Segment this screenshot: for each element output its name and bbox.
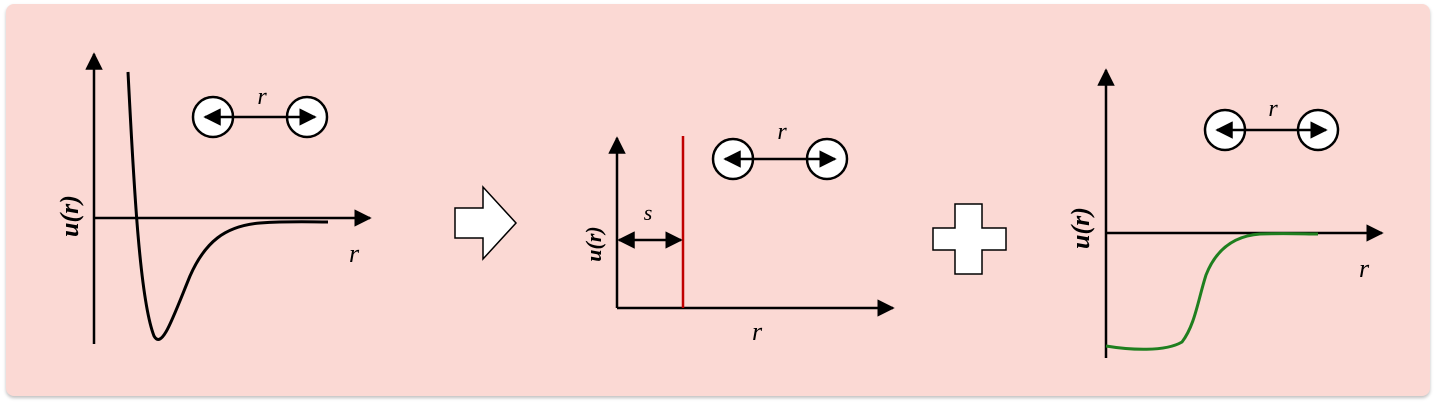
x-axis-label: r	[752, 317, 763, 346]
particle-pair: r	[191, 84, 329, 139]
diagram-panel	[6, 4, 1430, 396]
y-axis-label: u(r)	[1066, 207, 1095, 249]
y-axis-label: u(r)	[55, 195, 84, 237]
separation-label: r	[777, 119, 787, 145]
arrow-right-icon	[454, 185, 518, 261]
separation-label: r	[257, 84, 267, 110]
plus-icon	[932, 203, 1007, 275]
particle-pair: r	[1203, 96, 1340, 152]
lj-potential-curve	[126, 71, 329, 341]
attraction-plot: u(r) r r	[1066, 68, 1384, 358]
lennard-jones-plot: u(r) r r	[55, 52, 372, 344]
x-axis-label: r	[349, 239, 360, 268]
attractive-potential-curve	[1105, 232, 1319, 351]
particle-pair: r	[711, 119, 849, 181]
separation-label: r	[1268, 96, 1278, 122]
diameter-label: s	[644, 200, 653, 225]
hard-sphere-plot: s u(r) r r	[581, 119, 895, 346]
y-axis-label: u(r)	[581, 226, 606, 261]
x-axis-label: r	[1359, 254, 1370, 283]
